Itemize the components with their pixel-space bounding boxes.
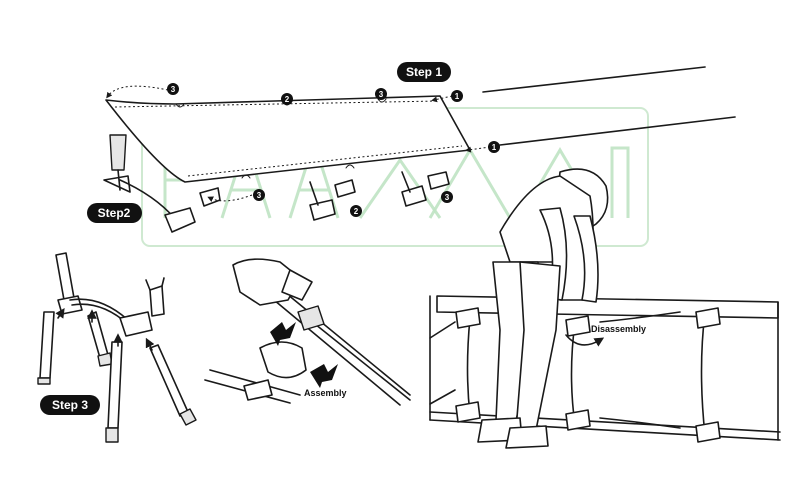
svg-text:1: 1 [455, 92, 460, 101]
svg-text:3: 3 [171, 85, 176, 94]
disassembly-caption: Disassembly [591, 324, 646, 334]
callout-1-upper: 1 [451, 90, 463, 102]
svg-text:3: 3 [379, 90, 384, 99]
step2-label: Step2 [87, 203, 142, 223]
connector-block [309, 179, 356, 221]
rotate-arrow-icon [565, 334, 605, 347]
step1-label: Step 1 [397, 62, 451, 82]
connector-block [401, 171, 450, 207]
callout-3-b: 3 [375, 88, 387, 100]
assembly-caption: Assembly [304, 388, 347, 398]
cot-fabric-illustration [103, 66, 736, 233]
svg-text:Step 3: Step 3 [52, 398, 88, 412]
svg-text:3: 3 [257, 191, 262, 200]
svg-text:Step 1: Step 1 [406, 65, 442, 79]
svg-text:2: 2 [354, 207, 359, 216]
svg-text:1: 1 [492, 143, 497, 152]
svg-text:Step2: Step2 [98, 206, 131, 220]
callout-1-lower: 1 [488, 141, 500, 153]
hands-assembly-illustration [204, 258, 411, 406]
step3-label: Step 3 [40, 395, 100, 415]
callout-2-upper: 2 [281, 93, 293, 105]
callout-2-lower: 2 [350, 205, 362, 217]
callout-3-a: 3 [167, 83, 179, 95]
connector-block [164, 187, 221, 233]
svg-text:3: 3 [445, 193, 450, 202]
person-illustration [477, 168, 609, 449]
callout-3-c: 3 [253, 189, 265, 201]
svg-text:2: 2 [285, 95, 290, 104]
leg-assembly-illustration [37, 252, 197, 443]
callout-3-d: 3 [441, 191, 453, 203]
